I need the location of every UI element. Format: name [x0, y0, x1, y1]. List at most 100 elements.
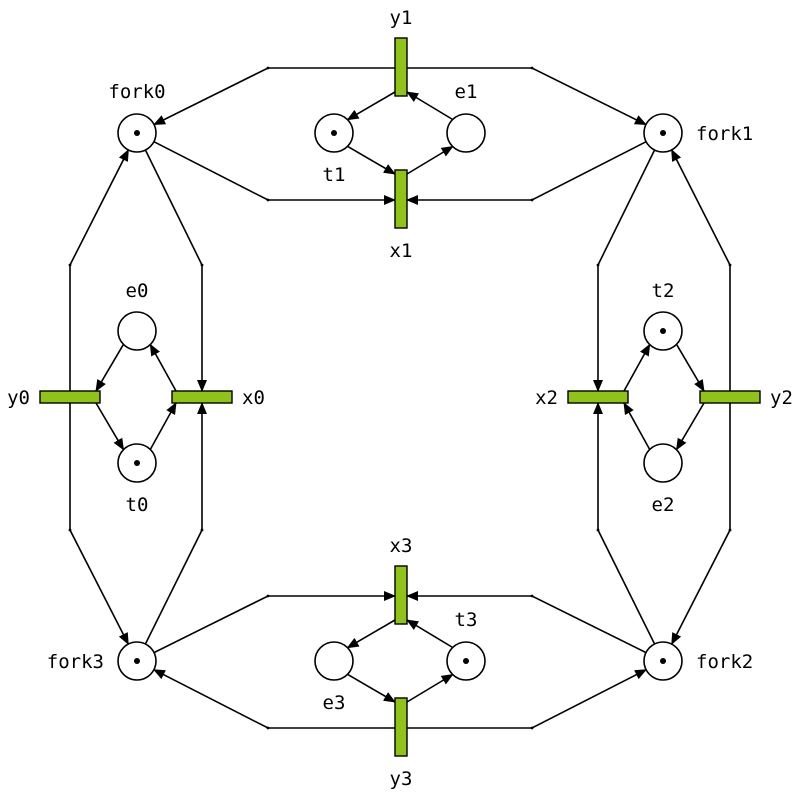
- arc-y0-to-fork0: [69, 149, 130, 391]
- arc-x2-to-t2: [623, 343, 651, 392]
- transition-bar: [567, 390, 629, 404]
- token: [660, 130, 666, 136]
- arc-bend-point: [596, 263, 600, 267]
- place-label-t1: t1: [323, 164, 346, 186]
- place-t0: [117, 443, 157, 483]
- arc-bend-point: [200, 263, 204, 267]
- arc-t2-to-y2: [675, 343, 705, 392]
- transition-bar: [394, 37, 408, 97]
- place-e3: [314, 641, 354, 681]
- transition-y1: [394, 37, 408, 97]
- transition-label-x0: x0: [242, 387, 265, 409]
- place-circle: [446, 113, 486, 153]
- transition-x3: [394, 565, 408, 625]
- arc-bend-point: [530, 198, 534, 202]
- transition-label-y2: y2: [770, 387, 793, 409]
- arc-t1-to-x1: [347, 145, 396, 175]
- place-label-t0: t0: [126, 494, 149, 516]
- arc-bend-point: [266, 726, 270, 730]
- place-label-e1: e1: [455, 81, 478, 103]
- place-circle: [117, 311, 157, 351]
- arc-bend-point: [728, 528, 732, 532]
- place-label-fork2: fork2: [696, 651, 753, 673]
- arc-bend-point: [728, 263, 732, 267]
- transition-x0: [171, 390, 233, 404]
- arc-bend-point: [68, 263, 72, 267]
- transition-y2: [699, 390, 761, 404]
- place-label-e3: e3: [323, 692, 346, 714]
- transition-bar: [699, 390, 761, 404]
- transitions: [39, 37, 761, 757]
- place-label-t2: t2: [652, 280, 675, 302]
- token: [134, 460, 140, 466]
- place-circle: [314, 641, 354, 681]
- transition-x2: [567, 390, 629, 404]
- arc-bend-point: [596, 528, 600, 532]
- transition-y3: [394, 697, 408, 757]
- arc-fork1-to-x1: [406, 140, 647, 205]
- arc-e1-to-y1: [406, 91, 454, 121]
- arc-e3-to-y3: [347, 673, 396, 703]
- place-label-fork0: fork0: [108, 81, 165, 103]
- arc-x0-to-e0: [149, 343, 177, 392]
- transition-label-y3: y3: [390, 768, 413, 790]
- arc-y2-to-e2: [675, 402, 705, 451]
- place-label-e0: e0: [126, 280, 149, 302]
- arc-bend-point: [266, 66, 270, 70]
- arc-y1-to-fork1: [407, 67, 647, 126]
- arc-y0-to-t0: [95, 402, 125, 451]
- transition-label-y0: y0: [7, 387, 30, 409]
- arc-bend-point: [530, 66, 534, 70]
- arc-bend-point: [530, 726, 534, 730]
- arc-fork3-to-x3: [153, 591, 396, 654]
- token: [134, 130, 140, 136]
- arc-bend-point: [266, 594, 270, 598]
- transition-bar: [394, 565, 408, 625]
- transition-label-x3: x3: [390, 535, 413, 557]
- arc-bend-point: [530, 594, 534, 598]
- arc-bend-point: [266, 198, 270, 202]
- arc-y1-to-t1: [346, 91, 396, 121]
- arc-fork1-to-x2: [593, 149, 656, 392]
- transition-y0: [39, 390, 101, 404]
- arc-e2-to-x2: [623, 402, 651, 450]
- arc-fork3-to-x0: [144, 402, 207, 645]
- token: [660, 328, 666, 334]
- arc-bend-point: [200, 528, 204, 532]
- transition-label-x2: x2: [535, 387, 558, 409]
- arc-y3-to-fork2: [407, 668, 647, 729]
- place-label-fork3: fork3: [47, 651, 104, 673]
- token: [134, 658, 140, 664]
- transition-bar: [394, 169, 408, 229]
- place-e0: [117, 311, 157, 351]
- place-e2: [643, 443, 683, 483]
- token: [463, 658, 469, 664]
- arc-y3-to-t3: [406, 673, 454, 703]
- transition-bar: [39, 390, 101, 404]
- arc-y1-to-fork0: [153, 67, 395, 126]
- places: [117, 113, 683, 681]
- arc-y2-to-fork2: [670, 403, 731, 645]
- transition-label-x1: x1: [390, 240, 413, 262]
- transition-label-y1: y1: [390, 7, 413, 29]
- arc-fork2-to-x3: [406, 591, 647, 654]
- place-label-e2: e2: [652, 494, 675, 516]
- place-label-fork1: fork1: [696, 123, 753, 145]
- place-e1: [446, 113, 486, 153]
- token: [331, 130, 337, 136]
- place-label-t3: t3: [455, 609, 478, 631]
- transition-bar: [394, 697, 408, 757]
- labels: y1 x1 y0 x0 x2 y2 x3 y3 fork0 fork1 fork2 fork3 t1 e1…: [7, 7, 793, 790]
- arc-bend-point: [68, 528, 72, 532]
- arc-t0-to-x0: [149, 402, 177, 450]
- transition-x1: [394, 169, 408, 229]
- arc-fork0-to-x1: [153, 140, 396, 205]
- arc-y2-to-fork1: [670, 149, 731, 391]
- place-fork1: [643, 113, 683, 153]
- place-t3: [446, 641, 486, 681]
- transition-bar: [171, 390, 233, 404]
- place-circle: [643, 443, 683, 483]
- place-fork3: [117, 641, 157, 681]
- arc-fork2-to-x2: [593, 402, 656, 645]
